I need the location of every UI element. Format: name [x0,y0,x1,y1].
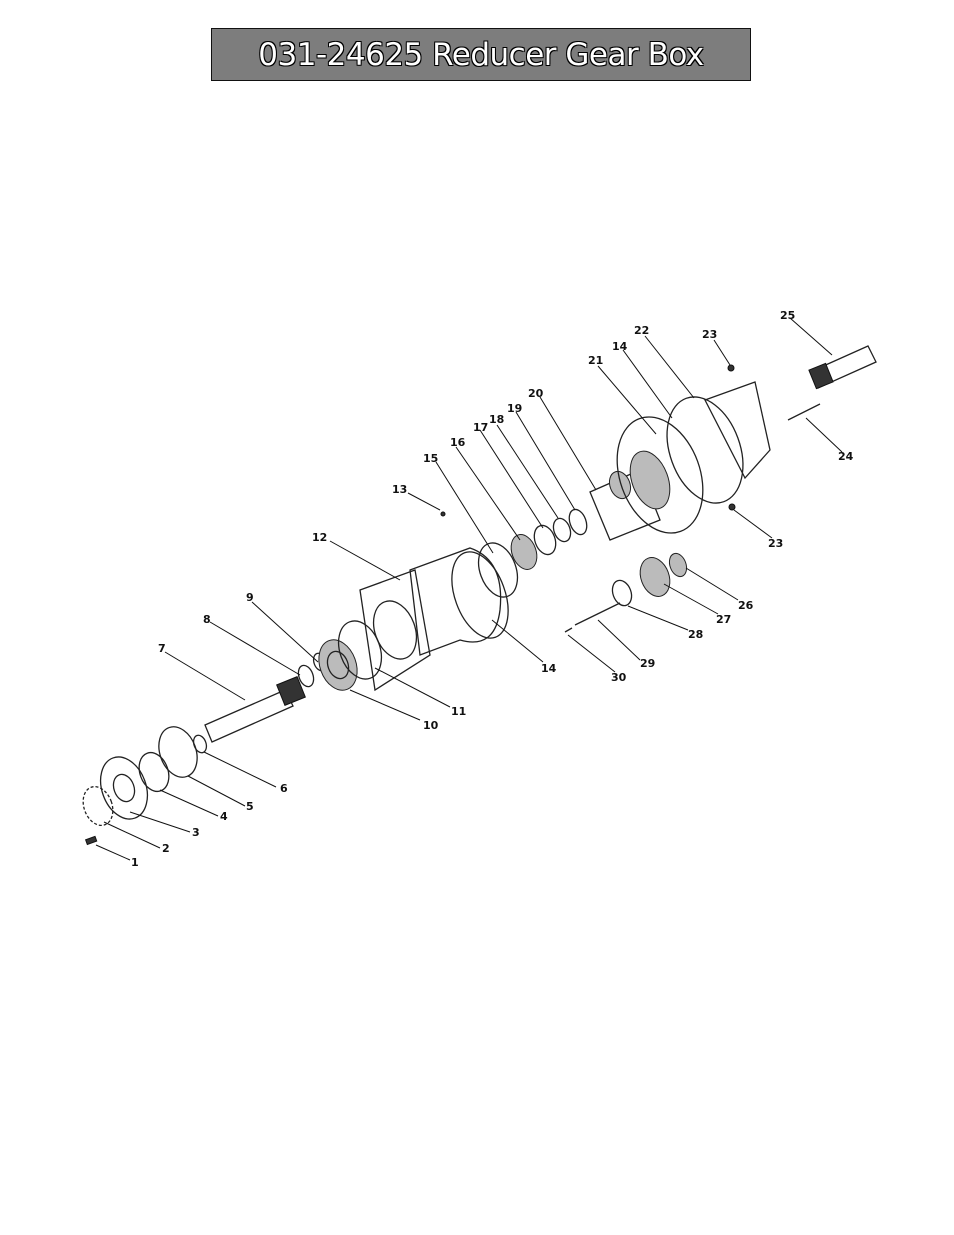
callout-14-lower: 14 [541,662,557,675]
callout-21: 21 [588,354,603,367]
callout-labels: 1 2 3 4 5 6 7 8 9 10 11 12 13 14 14 15 1… [131,309,854,869]
callout-12: 12 [312,531,327,544]
callout-4: 4 [220,810,228,823]
callout-13: 13 [392,483,407,496]
callout-18: 18 [489,413,504,426]
callout-1: 1 [131,856,139,869]
callout-22: 22 [634,324,649,337]
callout-14-upper: 14 [612,340,628,353]
callout-6: 6 [280,782,288,795]
callout-16: 16 [450,436,466,449]
callout-23-upper: 23 [702,328,717,341]
title-banner: 031-24625 Reducer Gear Box [211,28,751,81]
part-drawings [82,345,877,846]
callout-3: 3 [192,826,200,839]
callout-28: 28 [688,628,703,641]
page-title: 031-24625 Reducer Gear Box [258,36,704,73]
callout-20: 20 [528,387,544,400]
callout-27: 27 [716,613,731,626]
leader-lines [95,317,843,861]
callout-15: 15 [423,452,438,465]
callout-25: 25 [780,309,795,322]
callout-2: 2 [162,842,170,855]
callout-23-lower: 23 [768,537,783,550]
callout-29: 29 [640,657,655,670]
callout-24: 24 [838,450,854,463]
callout-9: 9 [246,591,254,604]
callout-5: 5 [246,800,254,813]
callout-11: 11 [451,705,466,718]
callout-30: 30 [611,671,627,684]
callout-19: 19 [507,402,522,415]
callout-10: 10 [423,719,439,732]
callout-26: 26 [738,599,754,612]
callout-8: 8 [203,613,211,626]
callout-7: 7 [158,642,166,655]
callout-17: 17 [473,421,488,434]
